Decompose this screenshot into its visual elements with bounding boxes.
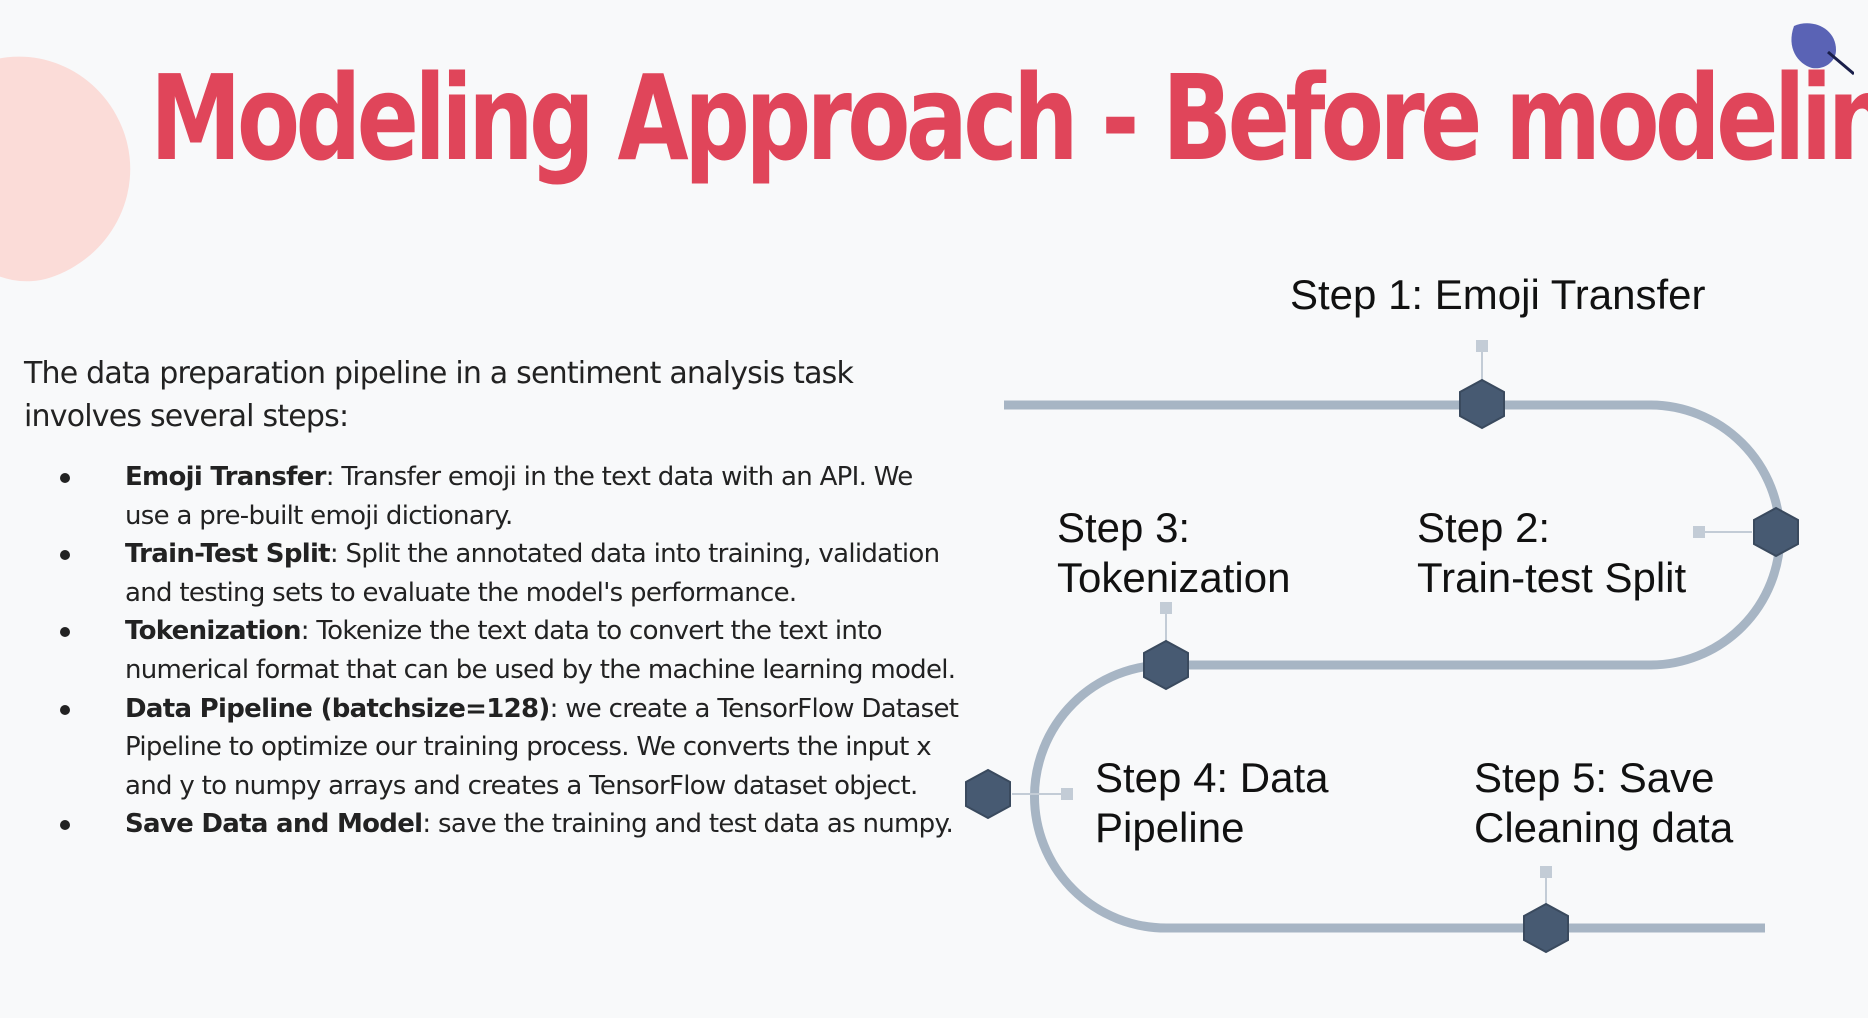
hexagon-marker-icon [1459,378,1505,430]
bullet-icon [60,820,70,831]
bullet-icon [60,704,70,715]
list-item: Train-Test Split: Split the annotated da… [24,535,959,612]
list-item-text: : we create a TensorFlow Dataset Pipelin… [125,693,959,801]
list-item-text: : Split the annotated data into training… [125,539,940,608]
step-4-label: Step 4: Data Pipeline [1095,753,1328,853]
bullet-icon [60,550,70,561]
step-5-line2: Cleaning data [1474,804,1734,851]
list-item: Tokenization: Tokenize the text data to … [24,612,959,689]
bullet-icon [60,473,70,483]
hexagon-marker-icon [965,768,1011,820]
step-2-label: Step 2: Train-test Split [1417,503,1686,603]
list-item-text: : save the training and test data as num… [422,809,954,840]
list-item-term: Emoji Transfer [125,462,326,492]
step-2-line1: Step 2: [1417,504,1551,551]
steps-list: Emoji Transfer: Transfer emoji in the te… [24,458,959,844]
leaf-icon [1791,23,1854,76]
list-item: Save Data and Model: save the training a… [24,805,959,844]
list-item-term: Tokenization [125,616,301,647]
hexagon-marker-icon [1523,902,1569,954]
bullet-icon [60,627,70,638]
list-item-term: Train-Test Split [125,539,331,570]
step-3-line1: Step 3: [1057,504,1191,551]
step-3-line2: Tokenization [1057,554,1291,601]
list-item: Data Pipeline (batchsize=128): we create… [24,690,959,806]
list-item-text: : Tokenize the text data to convert the … [125,616,956,685]
step-5-label: Step 5: Save Cleaning data [1474,753,1733,853]
step-3-label: Step 3: Tokenization [1057,503,1290,603]
list-item-term: Data Pipeline (batchsize=128) [125,693,550,724]
step-4-line1: Step 4: Data [1095,754,1329,801]
step-1-title: Step 1: Emoji Transfer [1290,271,1706,318]
step-2-line2: Train-test Split [1417,554,1687,601]
hexagon-marker-icon [1753,506,1799,558]
list-item: Emoji Transfer: Transfer emoji in the te… [24,458,959,535]
intro-text: The data preparation pipeline in a senti… [24,356,854,434]
step-4-line2: Pipeline [1095,804,1245,851]
hexagon-marker-icon [1143,639,1189,691]
step-5-line1: Step 5: Save [1474,754,1715,801]
step-1-label: Step 1: Emoji Transfer [1290,270,1706,320]
list-item-text: : Transfer emoji in the text data with a… [125,462,913,531]
list-item-term: Save Data and Model [125,809,423,840]
